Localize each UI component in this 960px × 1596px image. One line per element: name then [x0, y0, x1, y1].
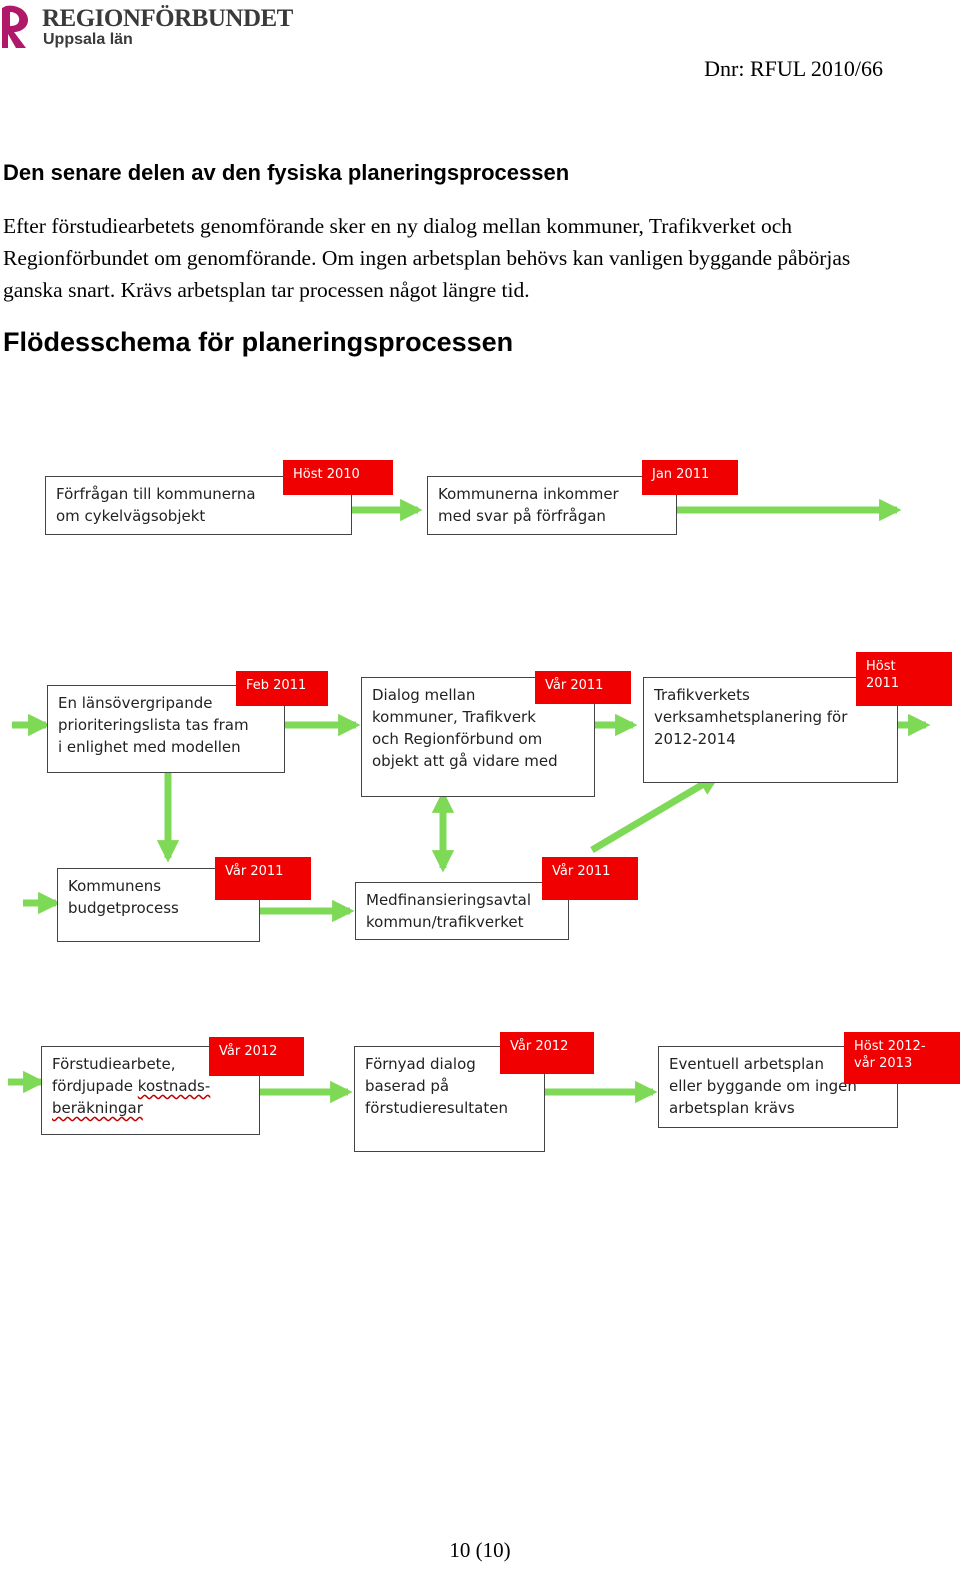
date-tag-host-2010: Höst 2010: [283, 460, 393, 495]
forstudie-line2-prefix: fördjupade: [52, 1077, 138, 1095]
body-paragraph: Efter förstudiearbetets genomförande ske…: [3, 214, 851, 302]
flow-box-medfinansieringsavtal: Medfinansieringsavtal kommun/trafikverke…: [355, 882, 569, 940]
logo-subtitle: Uppsala län: [43, 31, 133, 48]
forstudie-line1: Förstudiearbete,: [52, 1055, 176, 1073]
date-tag-var-2012-dialog: Vår 2012: [500, 1032, 594, 1074]
date-tag-var-2011-budget: Vår 2011: [215, 857, 311, 900]
date-tag-var-2011-dialog: Vår 2011: [535, 671, 631, 704]
forstudie-line2-wavy: kostnads-: [137, 1077, 211, 1095]
flow-box-kommunerna-inkommer: Kommunerna inkommer med svar på förfråga…: [427, 476, 677, 535]
flow-box-verksamhetsplanering: Trafikverkets verksamhetsplanering för 2…: [643, 677, 898, 783]
date-tag-host-2011: Höst 2011: [856, 652, 952, 706]
page-number: 10 (10): [449, 1538, 511, 1562]
flow-box-fornyad-dialog: Förnyad dialog baserad på förstudieresul…: [354, 1046, 545, 1152]
forstudie-line2: fördjupade kostnads-: [52, 1075, 249, 1097]
document-number: Dnr: RFUL 2010/66: [704, 56, 883, 81]
logo-mark-icon: [2, 5, 28, 48]
forstudie-line3-wavy: beräkningar: [52, 1099, 143, 1117]
forstudie-line3: beräkningar: [52, 1097, 249, 1119]
date-tag-jan-2011: Jan 2011: [642, 460, 738, 495]
logo-name: REGIONFÖRBUNDET: [42, 5, 293, 32]
date-tag-feb-2011: Feb 2011: [236, 671, 328, 706]
flowchart-heading: Flödesschema för planeringsprocessen: [3, 327, 514, 357]
date-tag-var-2011-avtal: Vår 2011: [542, 857, 638, 900]
date-tag-var-2012-forstudie: Vår 2012: [209, 1037, 304, 1076]
arrow-box7-to-box5: [590, 772, 721, 854]
date-tag-host-2012-var-2013: Höst 2012- vår 2013: [844, 1032, 960, 1084]
section-heading: Den senare delen av den fysiska planerin…: [3, 160, 570, 185]
regionforbundet-logo: REGIONFÖRBUNDET Uppsala län: [2, 2, 302, 52]
